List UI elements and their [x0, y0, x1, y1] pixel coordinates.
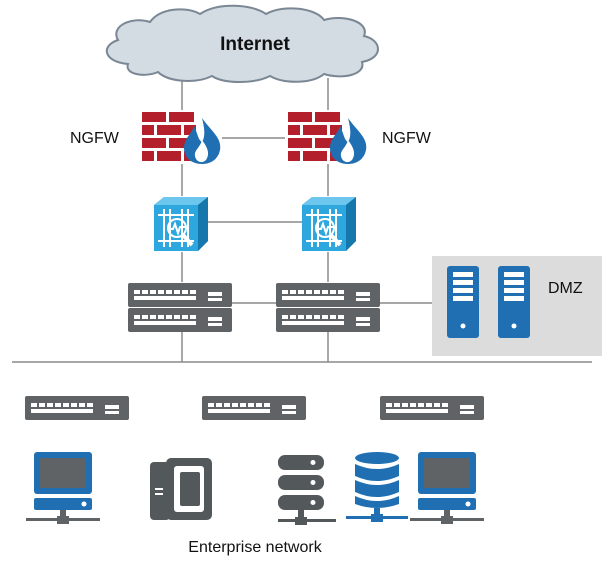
pc-icon: [410, 452, 484, 524]
switch-icon: [276, 283, 380, 307]
server-icon: [278, 455, 336, 525]
switch-icon: [202, 396, 306, 420]
database-icon: [346, 452, 408, 522]
firewall-icon: [142, 110, 220, 164]
ngfw-right-label: NGFW: [382, 130, 432, 147]
server-icon: [447, 266, 479, 338]
ips-icon: [154, 197, 208, 251]
ips-icon: [302, 197, 356, 251]
server-icon: [498, 266, 530, 338]
enterprise-network-label: Enterprise network: [188, 539, 322, 556]
switch-icon: [276, 308, 380, 332]
ngfw-left-label: NGFW: [70, 130, 120, 147]
switch-icon: [25, 396, 129, 420]
dmz-label: DMZ: [548, 280, 583, 297]
switch-icon: [128, 283, 232, 307]
internet-label: Internet: [220, 34, 290, 55]
pc-icon: [26, 452, 100, 524]
firewall-icon: [288, 110, 366, 164]
switch-icon: [380, 396, 484, 420]
switch-icon: [128, 308, 232, 332]
ip-phone-icon: [150, 458, 212, 520]
